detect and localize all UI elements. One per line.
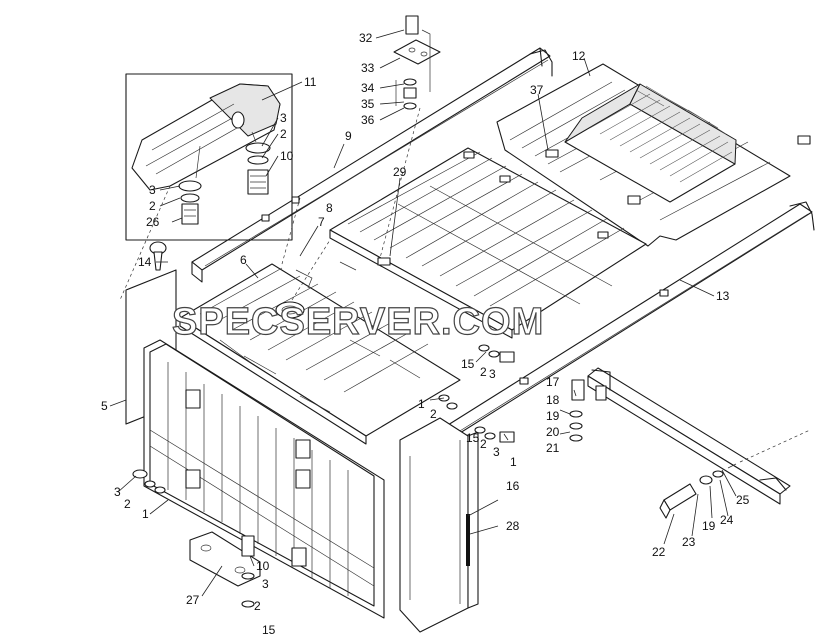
callout-6: 6 <box>240 253 247 267</box>
callout-33: 33 <box>361 61 375 75</box>
callout-3-left: 3 <box>114 485 121 499</box>
callout-1-left: 1 <box>142 507 149 521</box>
callout-15-a: 15 <box>461 357 475 371</box>
callout-5: 5 <box>101 399 108 413</box>
callout-16: 16 <box>506 479 520 493</box>
callout-2-a: 2 <box>480 365 487 379</box>
callout-25: 25 <box>736 493 750 507</box>
leader-lines <box>109 29 737 597</box>
callout-2-bottom: 2 <box>254 599 261 613</box>
callout-2-top: 2 <box>280 127 287 141</box>
callout-18: 18 <box>546 393 560 407</box>
callout-20: 20 <box>546 425 560 439</box>
callout-3-top: 3 <box>280 111 287 125</box>
callout-3-bottom: 3 <box>262 577 269 591</box>
callout-14: 14 <box>138 255 152 269</box>
tailgate-5 <box>125 269 385 619</box>
floor-panel-6 <box>179 261 461 445</box>
callout-9: 9 <box>345 129 352 143</box>
callout-22: 22 <box>652 545 666 559</box>
callout-32: 32 <box>359 31 373 45</box>
callout-2-left: 2 <box>124 497 131 511</box>
callout-10-bottom: 10 <box>256 559 270 573</box>
bolt-22-assembly <box>659 463 737 519</box>
callout-29: 29 <box>393 165 407 179</box>
callout-labels: 32 33 34 35 36 12 37 11 3 2 10 3 2 26 9 … <box>101 31 750 637</box>
rivet-14 <box>149 241 167 271</box>
callout-19-b: 19 <box>702 519 716 533</box>
callout-3-inset: 3 <box>149 183 156 197</box>
callout-8: 8 <box>326 201 333 215</box>
callout-2-e: 2 <box>480 437 487 451</box>
callout-12: 12 <box>572 49 586 63</box>
callout-24: 24 <box>720 513 734 527</box>
callout-26: 26 <box>146 215 160 229</box>
callout-17: 17 <box>546 375 560 389</box>
callout-2-inset: 2 <box>149 199 156 213</box>
callout-1-b: 1 <box>510 455 517 469</box>
watermark-text: SPECSERVER.COM <box>172 301 544 343</box>
callout-15-bottom: 15 <box>262 623 276 637</box>
inset-detail-box <box>125 73 293 241</box>
side-board-16 <box>399 417 479 633</box>
callout-19: 19 <box>546 409 560 423</box>
rear-floor-panel-12 <box>496 63 811 247</box>
cross-beam <box>587 367 791 505</box>
bracket-27 <box>189 531 261 587</box>
callout-10-top: 10 <box>280 149 294 163</box>
callout-27: 27 <box>186 593 200 607</box>
callout-11: 11 <box>304 75 317 89</box>
callout-21: 21 <box>546 441 560 455</box>
callout-1-a: 1 <box>418 397 425 411</box>
callout-3-d: 3 <box>493 445 500 459</box>
callout-35: 35 <box>361 97 375 111</box>
fastener-stack-32-36 <box>393 15 441 110</box>
callout-7: 7 <box>318 215 325 229</box>
callout-37: 37 <box>530 83 544 97</box>
callout-2-b: 2 <box>430 407 437 421</box>
dashed-assembly-lines <box>119 107 811 463</box>
callout-23: 23 <box>682 535 696 549</box>
callout-13: 13 <box>716 289 730 303</box>
floor-panel-8 <box>329 147 647 339</box>
callout-15-b: 15 <box>466 431 480 445</box>
fasteners-center-right <box>132 344 585 608</box>
side-rail-9 <box>191 47 553 283</box>
callout-28: 28 <box>506 519 520 533</box>
callout-34: 34 <box>361 81 375 95</box>
callout-3-a: 3 <box>489 367 496 381</box>
callout-36: 36 <box>361 113 375 127</box>
